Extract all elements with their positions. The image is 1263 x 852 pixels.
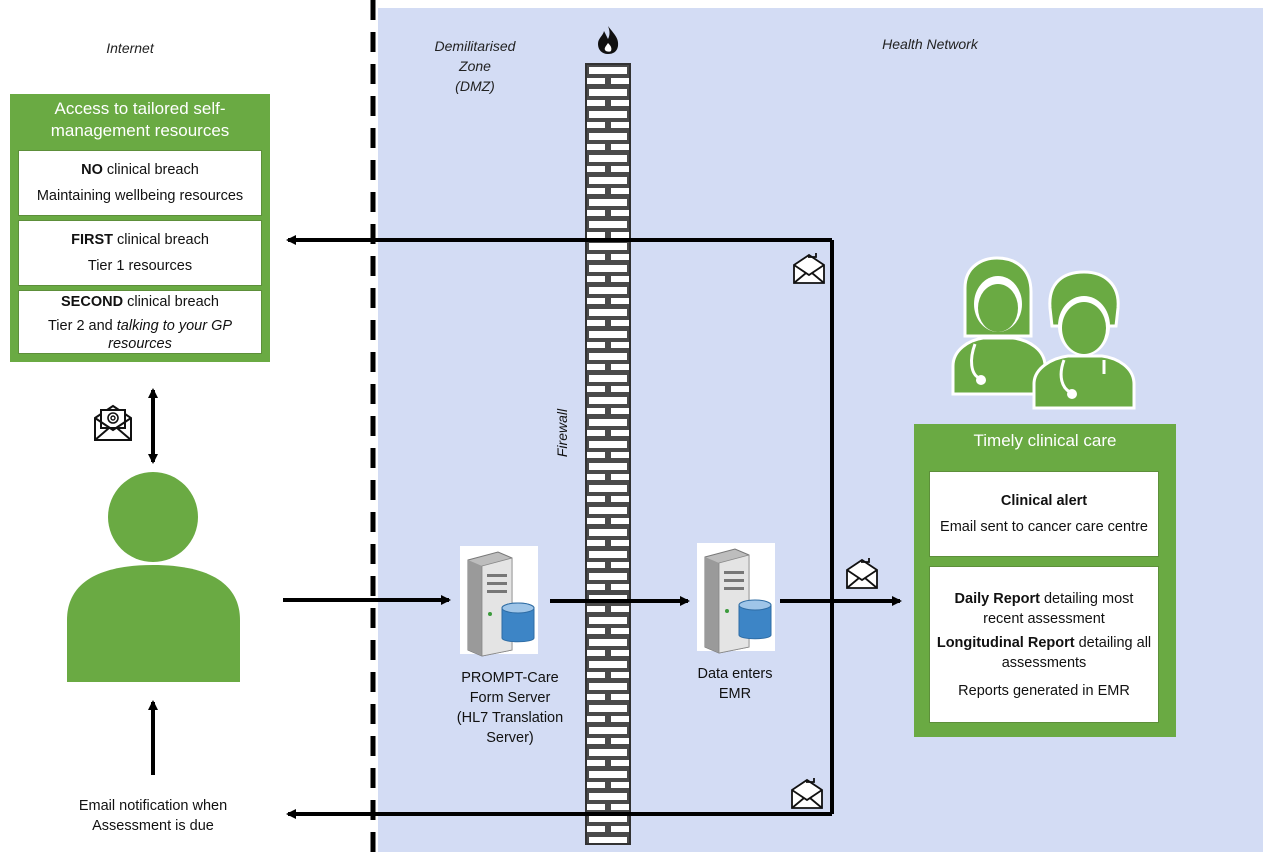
second-breach-heading: SECOND clinical breach: [19, 291, 261, 313]
first-breach-box: FIRST clinical breach Tier 1 resources: [18, 220, 262, 286]
first-breach-detail: Tier 1 resources: [87, 258, 193, 274]
second-breach-detail: Tier 2 and talking to your GP: [19, 317, 261, 335]
prompt-care-line1: PROMPT-Care: [461, 670, 559, 686]
emr-caption: Data enters EMR: [680, 664, 790, 704]
envelope-icon: [846, 558, 878, 589]
prompt-care-server-caption: PROMPT-Care Form Server (HL7 Translation…: [440, 668, 580, 748]
second-breach-bold: SECOND: [61, 294, 124, 310]
second-breach-rest: clinical breach: [123, 294, 219, 310]
zone-internet-label: Internet: [106, 40, 154, 56]
longitudinal-report-line2: assessments: [1001, 655, 1087, 671]
zone-health-network-label: Health Network: [882, 36, 978, 52]
clinical-care-panel: Timely clinical care Clinical alert Emai…: [914, 424, 1176, 737]
notification-line1: Email notification when: [78, 798, 228, 814]
emr-line1: Data enters: [697, 666, 773, 682]
prompt-care-line2: Form Server: [469, 690, 551, 706]
notification-caption: Email notification when Assessment is du…: [48, 796, 258, 836]
emr-line2: EMR: [718, 686, 752, 702]
clinical-alert-box: Clinical alert Email sent to cancer care…: [929, 471, 1159, 557]
flame-icon: [598, 26, 619, 54]
no-breach-rest: clinical breach: [102, 162, 199, 178]
clinical-alert-title: Clinical alert: [1000, 493, 1088, 509]
firewall-label: Firewall: [554, 408, 570, 458]
daily-report-line2: recent assessment: [983, 611, 1105, 627]
clinical-alert-detail: Email sent to cancer care centre: [940, 519, 1148, 535]
daily-report-line1: Daily Report detailing most: [954, 591, 1134, 607]
internet-dmz-divider: [370, 0, 376, 852]
dmz-label-line3: (DMZ): [455, 78, 495, 94]
clinical-care-title: Timely clinical care: [973, 431, 1117, 450]
no-breach-bold: NO: [81, 162, 103, 178]
notification-line2: Assessment is due: [92, 818, 214, 834]
reports-generated: Reports generated in EMR: [958, 683, 1130, 699]
server-icon: [460, 546, 538, 657]
self-management-title: Access to tailored self- management reso…: [10, 94, 270, 142]
zone-dmz-label: Demilitarised Zone (DMZ): [420, 36, 530, 96]
data-flow-arrows: [148, 388, 902, 775]
first-breach-heading: FIRST clinical breach: [19, 229, 261, 251]
first-breach-rest: clinical breach: [112, 232, 209, 248]
server-icon: [697, 543, 775, 654]
no-breach-heading: NO clinical breach: [19, 159, 261, 181]
no-breach-box: NO clinical breach Maintaining wellbeing…: [18, 150, 262, 216]
second-breach-box: SECOND clinical breach Tier 2 and talkin…: [18, 290, 262, 354]
envelope-icon: [791, 778, 823, 809]
clinicians-icon: [951, 256, 1136, 410]
self-management-title-line1: Access to tailored self-: [54, 99, 226, 118]
envelope-icon: [793, 253, 825, 284]
self-management-panel: Access to tailored self- management reso…: [10, 94, 270, 362]
person-icon: [67, 472, 240, 682]
self-management-title-line2: management resources: [50, 121, 230, 140]
longitudinal-report-line1: Longitudinal Report detailing all: [936, 635, 1152, 651]
second-breach-detail-prefix: Tier 2 and: [47, 318, 117, 334]
notification-loop-lines: [286, 235, 834, 819]
first-breach-bold: FIRST: [71, 232, 113, 248]
email-at-icon: [94, 404, 132, 441]
dmz-label-line2: Zone: [459, 58, 491, 74]
second-breach-detail-italic: talking to your GP: [116, 318, 233, 334]
second-breach-detail-line2: resources: [108, 336, 172, 352]
prompt-care-line3: (HL7 Translation: [456, 710, 564, 726]
dmz-label-line1: Demilitarised: [434, 38, 516, 54]
no-breach-detail: Maintaining wellbeing resources: [36, 188, 244, 204]
firewall-wall: [585, 63, 631, 845]
reports-box: Daily Report detailing most recent asses…: [929, 566, 1159, 723]
prompt-care-line4: Server): [486, 730, 534, 746]
